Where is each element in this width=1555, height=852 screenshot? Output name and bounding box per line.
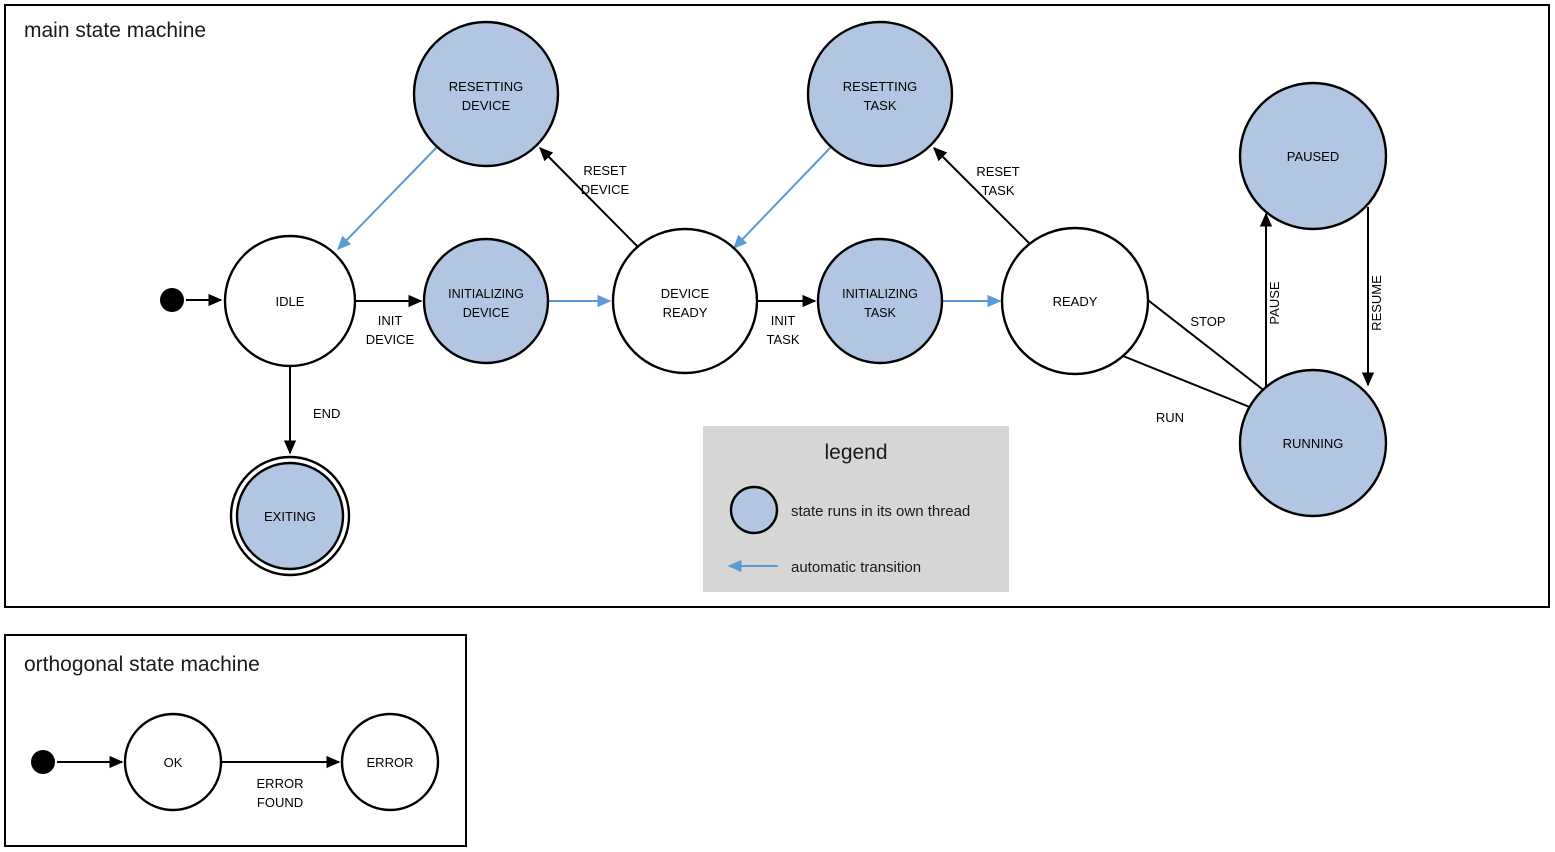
main-frame-title: main state machine	[24, 19, 206, 42]
state-ready[interactable]: READY	[1000, 226, 1150, 376]
legend-auto-transition-text: automatic transition	[791, 559, 921, 576]
transition-label-reset-task-2: TASK	[982, 183, 1015, 198]
state-resetting-task[interactable]: RESETTING TASK	[806, 20, 954, 168]
state-device-ready-circle[interactable]	[611, 227, 759, 375]
transition-label-init-device-2: DEVICE	[366, 332, 415, 347]
transition-device-ready-to-resetting-device	[539, 147, 638, 247]
transition-label-init-task-2: TASK	[767, 332, 800, 347]
state-initializing-device-label-1: INITIALIZING	[448, 287, 524, 301]
legend-entry-auto-transition: automatic transition	[727, 559, 921, 576]
state-device-ready-label-1: DEVICE	[661, 286, 710, 301]
state-resetting-task-label-1: RESETTING	[843, 79, 917, 94]
orthogonal-state-machine-frame: orthogonal state machine OK ERROR FOUND …	[4, 634, 467, 847]
state-device-ready-label-2: READY	[663, 305, 708, 320]
transition-label-init-task-1: INIT	[771, 313, 796, 328]
state-device-ready[interactable]: DEVICE READY	[611, 227, 759, 375]
state-ready-label: READY	[1053, 294, 1098, 309]
transition-resetting-device-to-idle	[337, 146, 438, 251]
state-initializing-task-label-1: INITIALIZING	[842, 287, 918, 301]
transition-label-stop: STOP	[1190, 314, 1225, 329]
state-paused-circle[interactable]	[1238, 81, 1388, 231]
transition-label-run: RUN	[1156, 410, 1184, 425]
state-initializing-device-circle[interactable]	[422, 237, 550, 365]
state-error[interactable]: ERROR	[340, 712, 440, 812]
state-resetting-device[interactable]: RESETTING DEVICE	[412, 20, 560, 168]
state-resetting-device-label-2: DEVICE	[462, 98, 511, 113]
state-ok[interactable]: OK	[123, 712, 223, 812]
state-idle-circle[interactable]	[223, 234, 357, 368]
state-error-label: ERROR	[367, 755, 414, 770]
legend: legend state runs in its own thread auto…	[703, 426, 1009, 592]
state-idle[interactable]: IDLE	[223, 234, 357, 368]
state-ok-label: OK	[164, 755, 183, 770]
transition-label-error-found-1: ERROR	[257, 776, 304, 791]
transition-ready-to-running	[1122, 355, 1269, 416]
state-paused[interactable]: PAUSED	[1238, 81, 1388, 231]
transition-resetting-task-to-device-ready	[733, 146, 832, 250]
state-resetting-task-label-2: TASK	[864, 98, 897, 113]
transition-label-reset-device-1: RESET	[583, 163, 626, 178]
main-transitions-layer: INIT DEVICE RESET DEVICE INIT TASK RESET…	[186, 146, 1384, 455]
transition-label-init-device-1: INIT	[378, 313, 403, 328]
state-paused-label: PAUSED	[1287, 149, 1340, 164]
legend-entry-thread-state: state runs in its own thread	[729, 485, 970, 535]
state-running-label: RUNNING	[1283, 436, 1344, 451]
state-initializing-device-label-2: DEVICE	[463, 306, 510, 320]
transition-label-resume: RESUME	[1369, 275, 1384, 331]
start-marker-main	[160, 288, 184, 312]
state-initializing-task[interactable]: INITIALIZING TASK	[816, 237, 944, 365]
state-exiting-label: EXITING	[264, 509, 316, 524]
transition-ready-to-resetting-task	[933, 147, 1031, 245]
transition-label-error-found-2: FOUND	[257, 795, 303, 810]
legend-thread-state-text: state runs in its own thread	[791, 503, 970, 520]
transition-label-reset-task-1: RESET	[976, 164, 1019, 179]
start-marker-orthogonal	[31, 750, 55, 774]
legend-title: legend	[824, 441, 887, 464]
state-resetting-device-label-1: RESETTING	[449, 79, 523, 94]
state-running[interactable]: RUNNING	[1238, 368, 1388, 518]
state-resetting-device-circle[interactable]	[412, 20, 560, 168]
transition-running-to-ready	[1133, 289, 1267, 393]
state-resetting-task-circle[interactable]	[806, 20, 954, 168]
transition-label-end: END	[313, 406, 340, 421]
state-initializing-task-circle[interactable]	[816, 237, 944, 365]
state-ready-circle[interactable]	[1000, 226, 1150, 376]
state-initializing-device[interactable]: INITIALIZING DEVICE	[422, 237, 550, 365]
state-error-circle[interactable]	[340, 712, 440, 812]
state-initializing-task-label-2: TASK	[864, 306, 896, 320]
state-exiting-circle[interactable]	[235, 461, 345, 571]
transition-label-reset-device-2: DEVICE	[581, 182, 630, 197]
state-idle-label: IDLE	[276, 294, 305, 309]
transition-label-pause: PAUSE	[1267, 281, 1282, 324]
orthogonal-frame-title: orthogonal state machine	[24, 653, 260, 676]
state-exiting[interactable]: EXITING	[229, 455, 351, 577]
main-states-layer: IDLE RESETTING DEVICE INITIALIZING DEVIC…	[160, 20, 1388, 577]
legend-thread-state-icon	[729, 485, 779, 535]
state-running-circle[interactable]	[1238, 368, 1388, 518]
